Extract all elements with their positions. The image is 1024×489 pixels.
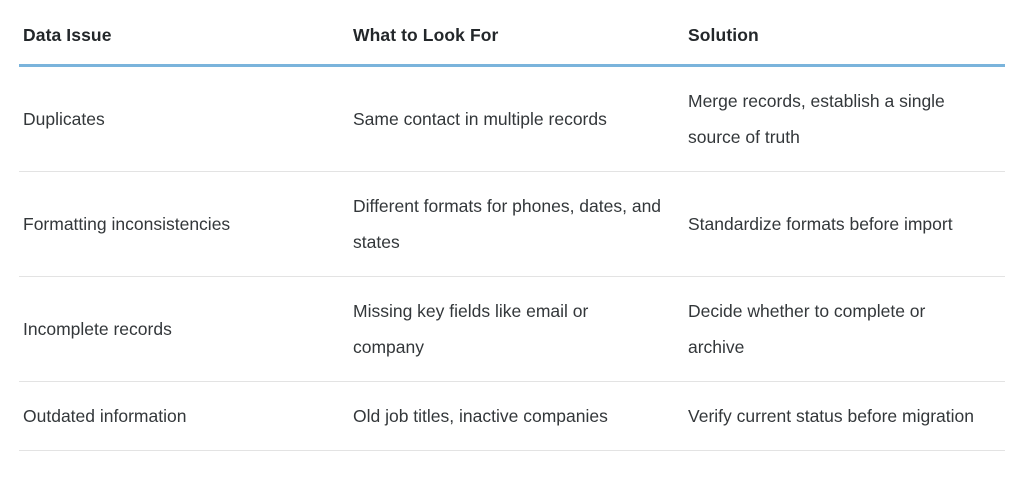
cell-solution: Decide whether to complete or archive [682, 276, 1005, 382]
cell-data-issue: Outdated information [19, 381, 349, 451]
cell-what-to-look-for: Same contact in multiple records [349, 65, 682, 172]
cell-what-to-look-for: Old job titles, inactive companies [349, 381, 682, 451]
table-header: Data Issue What to Look For Solution [19, 0, 1005, 67]
cell-data-issue: Formatting inconsistencies [19, 171, 349, 277]
cell-data-issue: Duplicates [19, 65, 349, 172]
cell-solution: Verify current status before migration [682, 381, 1005, 451]
cell-what-to-look-for: Missing key fields like email or company [349, 276, 682, 382]
cell-data-issue: Incomplete records [19, 276, 349, 382]
table-body: Duplicates Same contact in multiple reco… [19, 65, 1005, 451]
cell-what-to-look-for: Different formats for phones, dates, and… [349, 171, 682, 277]
table-row: Incomplete records Missing key fields li… [19, 276, 1005, 382]
data-issues-table: Data Issue What to Look For Solution Dup… [19, 0, 1005, 451]
table-row: Outdated information Old job titles, ina… [19, 381, 1005, 451]
column-header-what-to-look-for: What to Look For [349, 0, 682, 67]
table-row: Duplicates Same contact in multiple reco… [19, 65, 1005, 172]
column-header-data-issue: Data Issue [19, 0, 349, 67]
table-header-row: Data Issue What to Look For Solution [19, 0, 1005, 67]
cell-solution: Standardize formats before import [682, 171, 1005, 277]
column-header-solution: Solution [682, 0, 1005, 67]
cell-solution: Merge records, establish a single source… [682, 65, 1005, 172]
table-row: Formatting inconsistencies Different for… [19, 171, 1005, 277]
